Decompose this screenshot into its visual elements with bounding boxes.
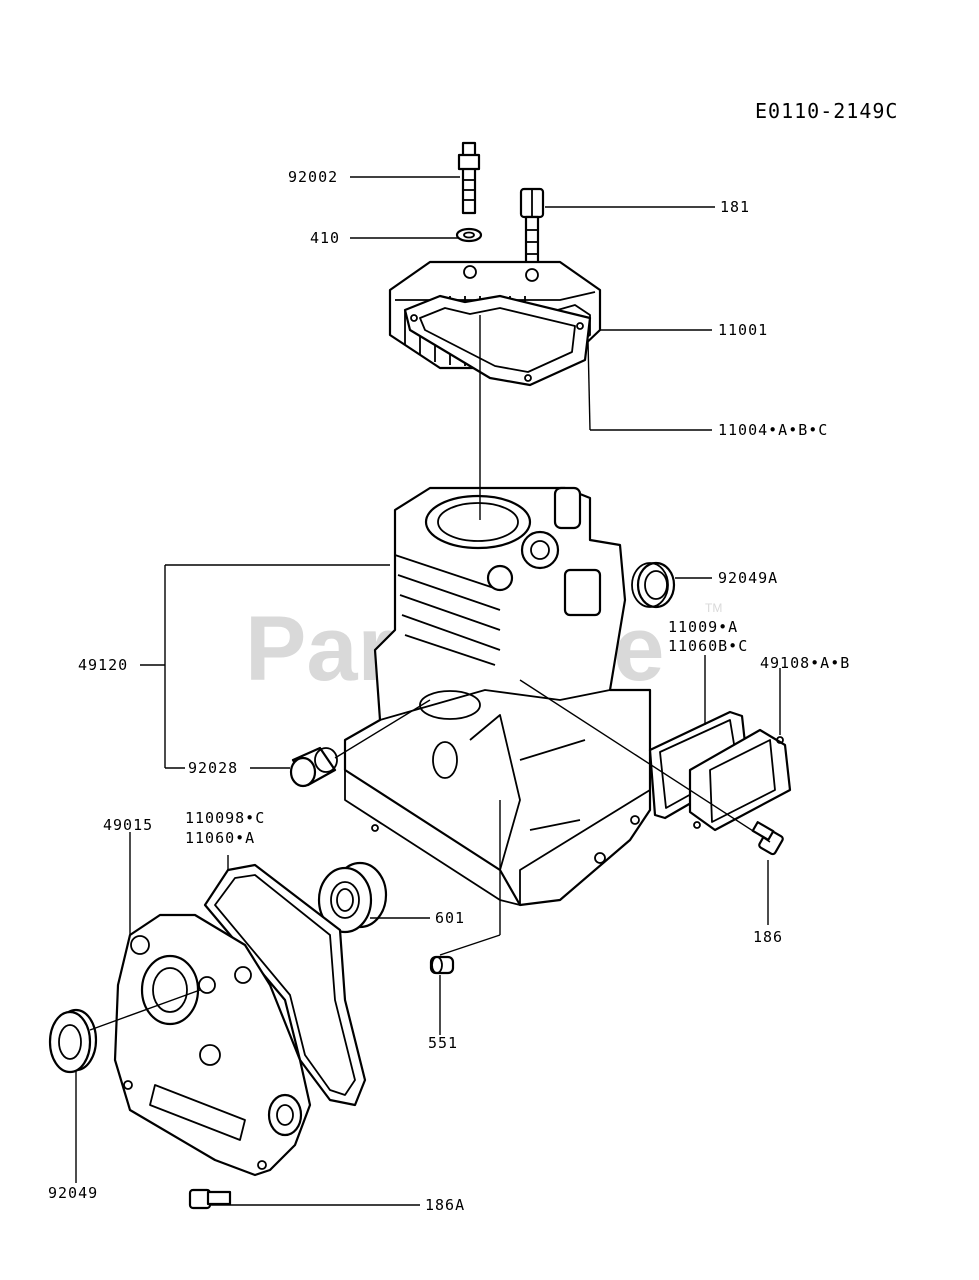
label-11009: 11009•A (668, 618, 738, 636)
label-11060A: 11060•A (185, 829, 255, 847)
crankcase-49120-drawing (343, 486, 652, 907)
dowel-92028-drawing (289, 746, 338, 788)
part-labels: 92002 410 181 11001 11004•A•B•C 92049A 1… (48, 168, 850, 1214)
cover-gasket-110098-drawing (203, 863, 367, 1107)
label-181: 181 (720, 198, 750, 216)
crankcase-cover-49015-drawing (113, 913, 312, 1177)
bolt-186A-drawing (188, 1188, 232, 1210)
washer-410-drawing (455, 227, 483, 243)
label-92002: 92002 (288, 168, 338, 186)
breather-cover-49108-drawing (688, 728, 792, 832)
bolt-186-drawing (751, 821, 784, 856)
label-410: 410 (310, 229, 340, 247)
label-92049: 92049 (48, 1184, 98, 1202)
label-11004: 11004•A•B•C (718, 421, 828, 439)
label-92049A: 92049A (718, 569, 778, 587)
oil-seal-92049-drawing (48, 1008, 98, 1074)
stud-92002-drawing (457, 141, 481, 215)
plug-551-drawing (429, 955, 455, 975)
label-110098: 110098•C (185, 809, 265, 827)
bolt-181-drawing (519, 187, 545, 267)
label-49015: 49015 (103, 816, 153, 834)
label-186A: 186A (425, 1196, 465, 1214)
label-551: 551 (428, 1034, 458, 1052)
label-186: 186 (753, 928, 783, 946)
leader-lines (75, 176, 781, 1206)
label-49108: 49108•A•B (760, 654, 850, 672)
label-49120: 49120 (78, 656, 128, 674)
label-11060BC: 11060B•C (668, 637, 748, 655)
label-11001: 11001 (718, 321, 768, 339)
head-gasket-11004-drawing (403, 294, 592, 387)
oil-seal-92049A-drawing (631, 561, 676, 609)
watermark-trademark: TM (705, 601, 722, 615)
bearing-601-drawing (317, 861, 388, 934)
diagram-code: E0110-2149C (755, 99, 898, 123)
label-92028: 92028 (188, 759, 238, 777)
label-601: 601 (435, 909, 465, 927)
